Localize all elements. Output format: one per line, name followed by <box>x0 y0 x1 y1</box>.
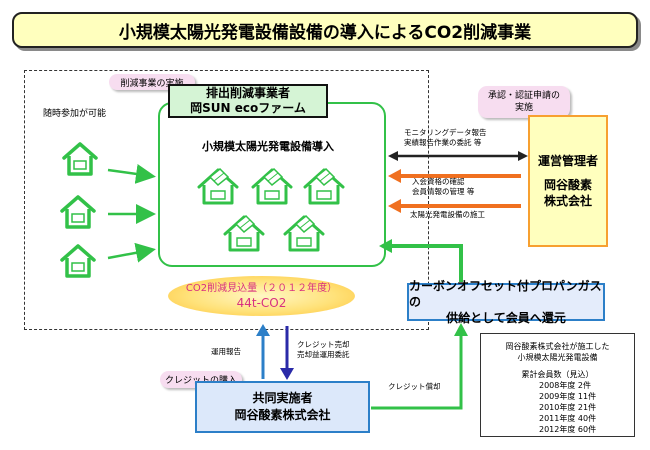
solar-house-icon <box>303 167 345 205</box>
monitoring-label: モニタリングデータ報告実績報告作業の委託 等 <box>404 128 487 147</box>
join-arrow-1 <box>107 164 156 184</box>
member-count-row: 2009年度 11件 <box>539 392 597 401</box>
membership-label: 入会資格の確認会員情報の管理 等 <box>412 177 475 196</box>
solar-house-icon <box>251 167 293 205</box>
page-title: 小規模太陽光発電設備設備の導入によるCO2削減事業 <box>12 12 638 48</box>
solar-house-icon <box>283 214 325 252</box>
credit-payment-label: クレジット償却 <box>388 382 441 391</box>
join-arrow-3 <box>107 242 156 263</box>
project-area <box>24 70 429 330</box>
construction-label: 太陽光発電設備の施工 <box>410 210 485 219</box>
member-return-box: カーボンオフセット付プロパンガスの供給として会員へ還元 <box>407 279 605 325</box>
solar-installation-title: 小規模太陽光発電設備導入 <box>202 140 334 153</box>
co2-estimate-badge: CO2削減見込量（２０１２年度）44t-CO2 <box>168 276 355 316</box>
member-count-row: 2012年度 60件 <box>539 425 597 434</box>
join-anytime-label: 随時参加が可能 <box>43 109 107 119</box>
member-count-row: 2011年度 40件 <box>539 414 597 423</box>
house-icon <box>60 195 96 229</box>
installation-info-box: 岡谷酸素株式会社が施工した 小規模太陽光発電設備 累計会員数（見込） 2008年… <box>480 333 635 437</box>
manager-box: 運営管理者岡谷酸素株式会社 <box>528 115 608 247</box>
approval-application-label: 承認・認証申請の実施 <box>478 86 570 118</box>
credit-payment-arrow <box>371 335 463 410</box>
solar-house-icon <box>197 167 239 205</box>
emitter-box: 排出削減事業者岡SUN ecoファーム <box>168 84 328 118</box>
house-icon <box>60 244 96 278</box>
credit-sale-label: クレジット売却売却益運用委託 <box>297 340 350 359</box>
operation-report-label: 運用報告 <box>211 347 241 356</box>
member-count-row: 2010年度 21件 <box>539 403 597 412</box>
solar-house-icon <box>223 214 265 252</box>
return-arrow <box>392 244 463 282</box>
member-count-row: 2008年度 2件 <box>539 381 591 390</box>
house-icon <box>62 142 98 176</box>
co-implementer-box: 共同実施者岡谷酸素株式会社 <box>195 381 370 433</box>
